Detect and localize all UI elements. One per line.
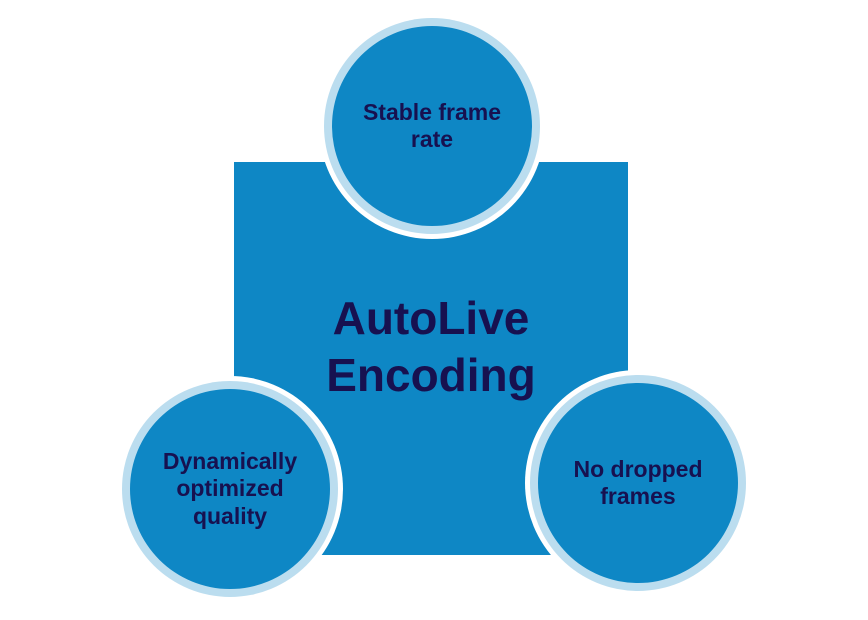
node-label-line: optimized bbox=[176, 475, 284, 502]
diagram-title-line2: Encoding bbox=[326, 348, 536, 401]
node-label-line: rate bbox=[410, 126, 454, 152]
node-stable-frame-rate: Stable frame rate bbox=[324, 18, 540, 234]
node-label-line: quality bbox=[192, 502, 268, 529]
diagram-title-line1: AutoLive bbox=[332, 292, 530, 345]
node-label: Dynamically optimized quality bbox=[163, 448, 297, 529]
node-label-line: frames bbox=[600, 483, 676, 509]
node-no-dropped-frames: No dropped frames bbox=[530, 375, 746, 591]
node-label-line: Stable frame bbox=[362, 98, 502, 125]
node-label-line: Dynamically bbox=[162, 448, 298, 475]
node-label-line: No dropped bbox=[573, 455, 703, 482]
diagram-title: AutoLive Encoding bbox=[326, 290, 536, 402]
node-label: Stable frame rate bbox=[363, 99, 501, 153]
node-dynamically-optimized-quality: Dynamically optimized quality bbox=[122, 381, 338, 597]
node-label: No dropped frames bbox=[573, 456, 702, 510]
